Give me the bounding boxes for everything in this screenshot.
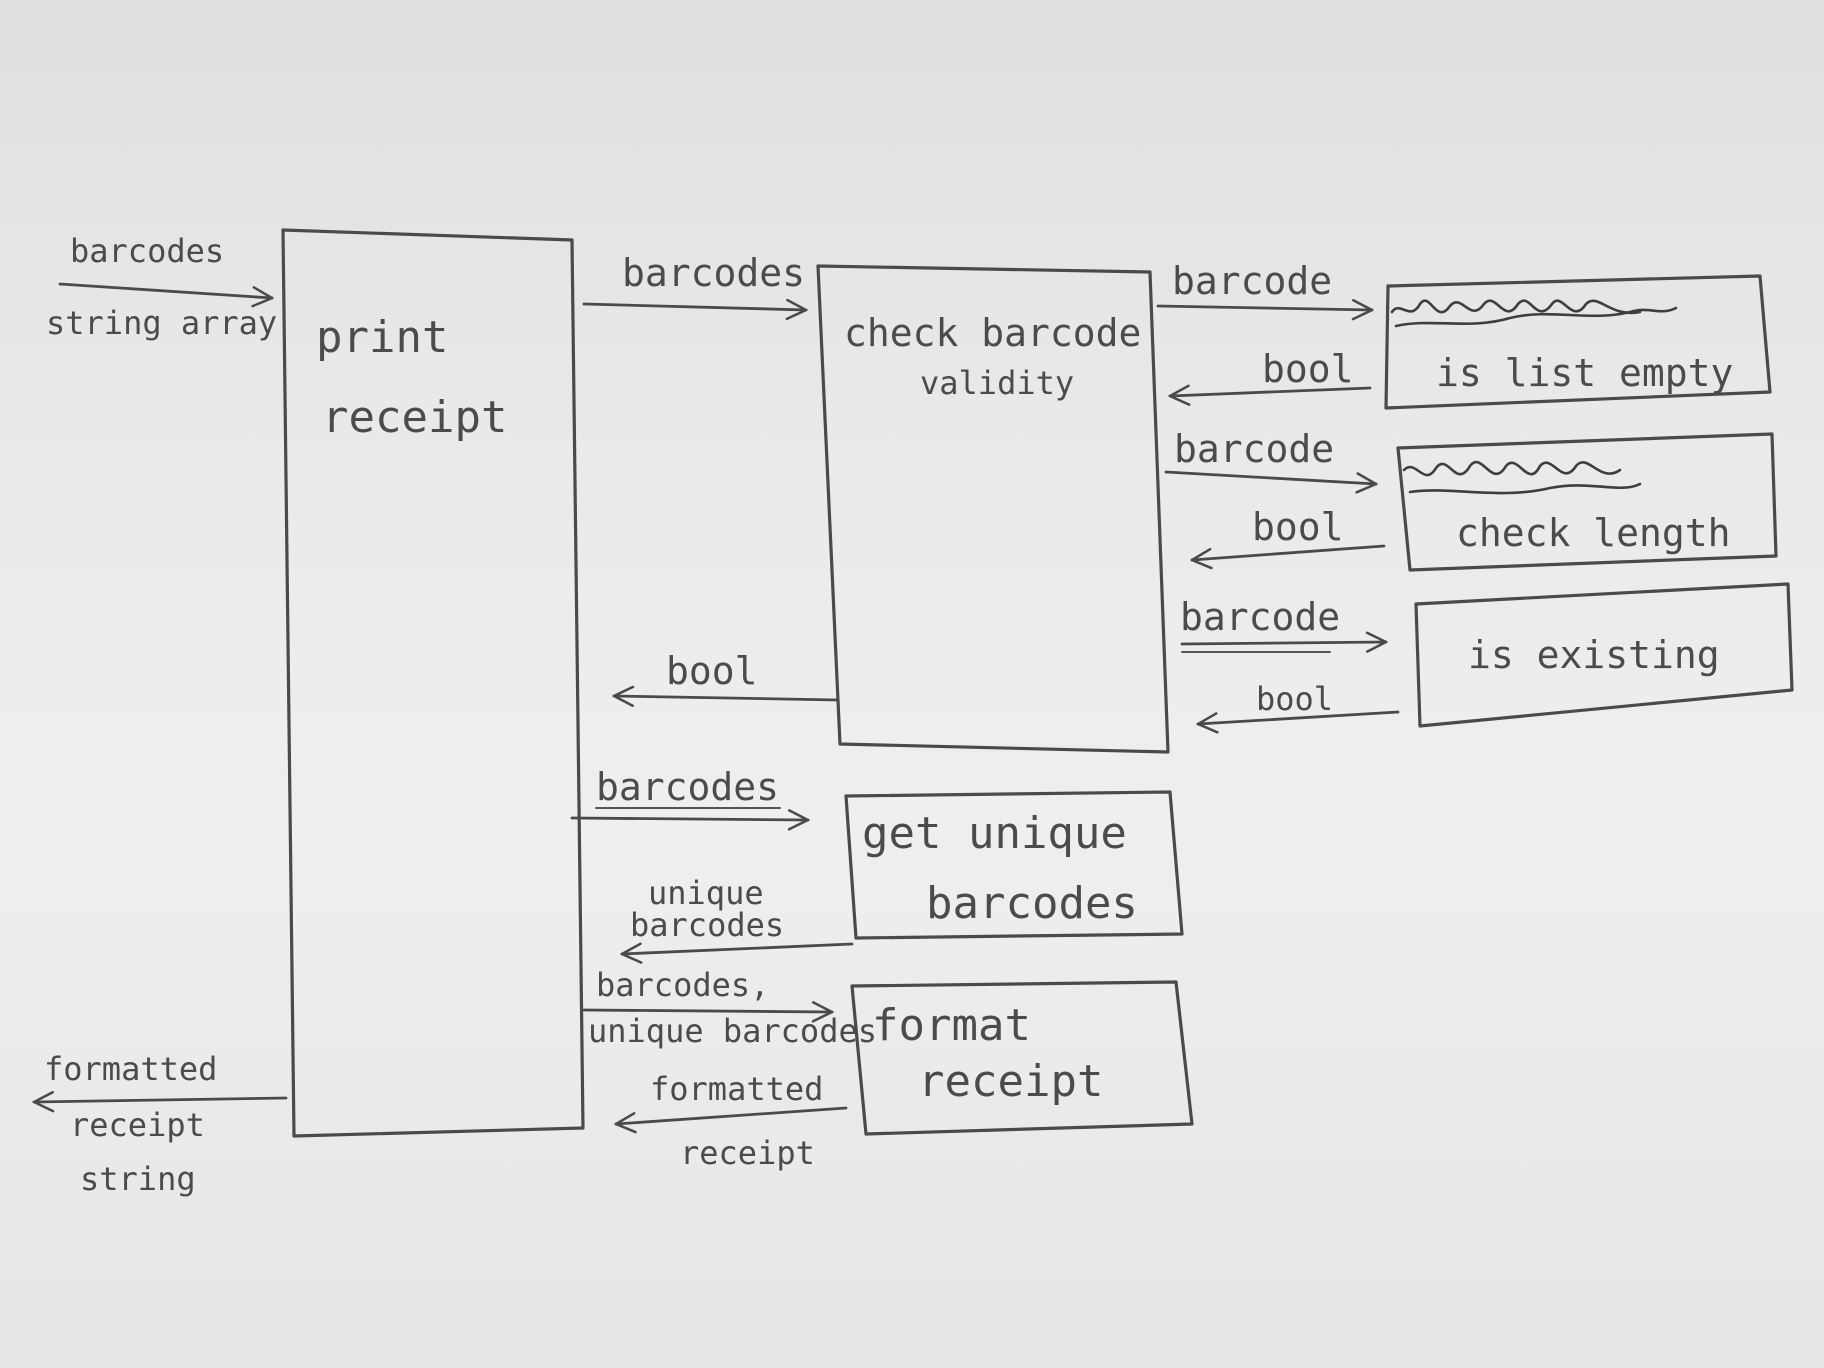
from-format-label-1: formatted [650,1070,823,1108]
is-list-empty-box: is list empty [1384,274,1772,410]
input-label-bottom: string array [46,304,277,342]
get-unique-barcodes-box: get unique barcodes [844,790,1184,940]
print-receipt-label-1: print [316,312,448,363]
input-label-top: barcodes [70,232,224,270]
from-unique-label-2: barcodes [630,906,784,944]
to-unique-label: barcodes [596,765,779,809]
output-arrow: formatted receipt string [34,1050,288,1198]
print-receipt-label-2: receipt [322,392,507,443]
arrow-to-list-empty: barcode [1156,259,1372,310]
is-list-empty-label: is list empty [1436,351,1733,395]
to-format-label-2: unique barcodes [588,1012,877,1050]
to-existing-label: barcode [1180,595,1340,639]
format-label-2: receipt [918,1056,1103,1107]
arrow-from-list-empty: bool [1170,347,1372,396]
arrow-to-existing: barcode [1180,595,1386,653]
arrow-to-format: barcodes, unique barcodes [582,966,877,1050]
output-label-2: receipt [70,1106,205,1144]
to-format-label-1: barcodes, [596,966,769,1004]
arrow-from-format: formatted receipt [616,1070,848,1172]
format-receipt-box: format receipt [850,980,1194,1136]
output-label-1: formatted [44,1050,217,1088]
input-arrow: barcodes string array [46,232,277,342]
check-length-box: check length [1396,432,1778,572]
arrow-to-unique: barcodes [570,765,808,820]
print-receipt-box: print receipt [281,228,585,1138]
unique-label-2: barcodes [926,878,1138,929]
unique-label-1: get unique [862,808,1127,859]
from-existing-label: bool [1256,680,1333,718]
is-existing-label: is existing [1468,633,1720,677]
arrow-to-length: barcode [1164,427,1376,484]
to-validity-label: barcodes [622,251,805,295]
check-length-label: check length [1456,511,1731,555]
arrow-to-validity: barcodes [582,251,806,310]
to-empty-label: barcode [1172,259,1332,303]
arrow-from-length: bool [1192,505,1386,560]
validity-label-2: validity [920,364,1074,402]
check-barcode-validity-box: check barcode validity [816,264,1170,754]
from-length-label: bool [1252,505,1344,549]
format-label-1: format [872,1000,1031,1051]
to-length-label: barcode [1174,427,1334,471]
validity-label-1: check barcode [844,311,1141,355]
arrow-from-unique: unique barcodes [622,874,854,954]
validity-return-label: bool [666,649,758,693]
output-label-3: string [80,1160,196,1198]
from-unique-label-1: unique [648,874,764,912]
arrow-validity-return: bool [614,649,840,700]
from-empty-label: bool [1262,347,1354,391]
from-format-label-2: receipt [680,1134,815,1172]
is-existing-box: is existing [1414,582,1794,728]
arrow-from-existing: bool [1198,680,1400,724]
